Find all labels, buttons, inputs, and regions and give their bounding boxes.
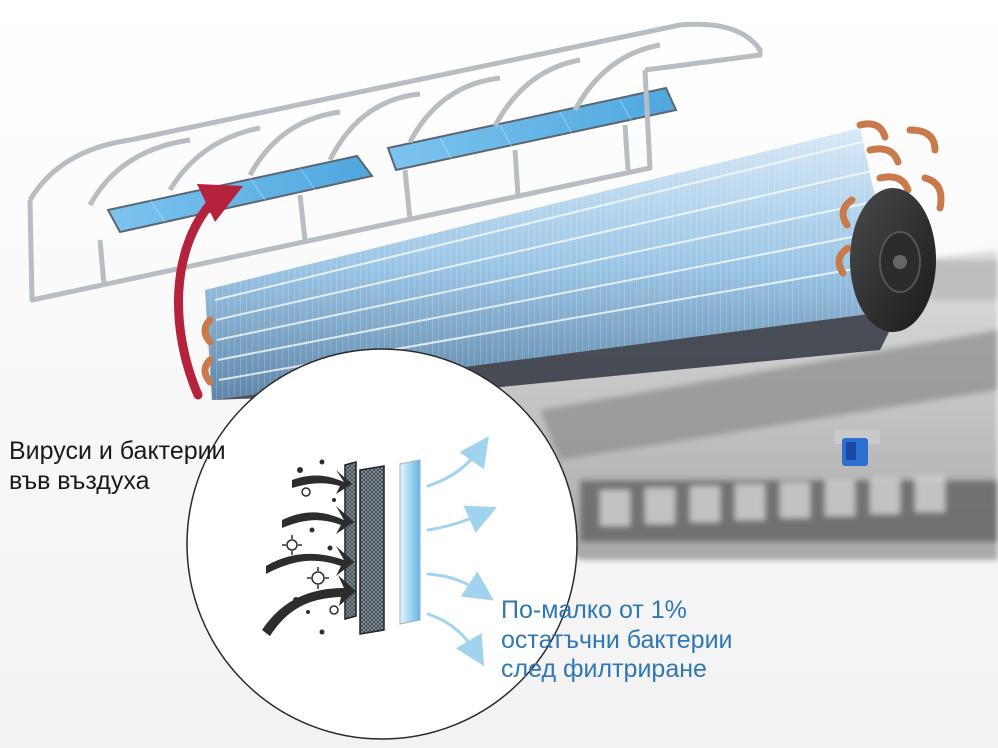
caption-outgoing: По-малко от 1% остатъчни бактерии след ф… bbox=[501, 596, 733, 685]
particle-arrow-icon bbox=[262, 470, 356, 636]
filter-layers bbox=[344, 459, 421, 635]
copper-pipes bbox=[201, 120, 945, 386]
filtration-detail-circle bbox=[186, 348, 578, 740]
fan-drum bbox=[850, 188, 936, 332]
caption-outgoing-line3: след филтриране bbox=[501, 655, 707, 683]
dust-particles bbox=[293, 459, 336, 635]
caption-outgoing-line1: По-малко от 1% bbox=[501, 596, 687, 624]
sensor-module bbox=[834, 430, 880, 466]
lift-arrow-icon bbox=[174, 184, 243, 400]
caption-incoming: Вируси и бактерии във въздуха bbox=[9, 437, 226, 496]
caption-incoming-line1: Вируси и бактерии bbox=[9, 437, 226, 465]
caption-outgoing-line2: остатъчни бактерии bbox=[501, 625, 733, 654]
clean-air-arrow-icon bbox=[426, 436, 497, 667]
filter-panels bbox=[106, 86, 678, 234]
caption-incoming-line2: във въздуха bbox=[9, 466, 150, 495]
front-grille bbox=[27, 21, 763, 303]
virus-icon bbox=[282, 487, 339, 615]
